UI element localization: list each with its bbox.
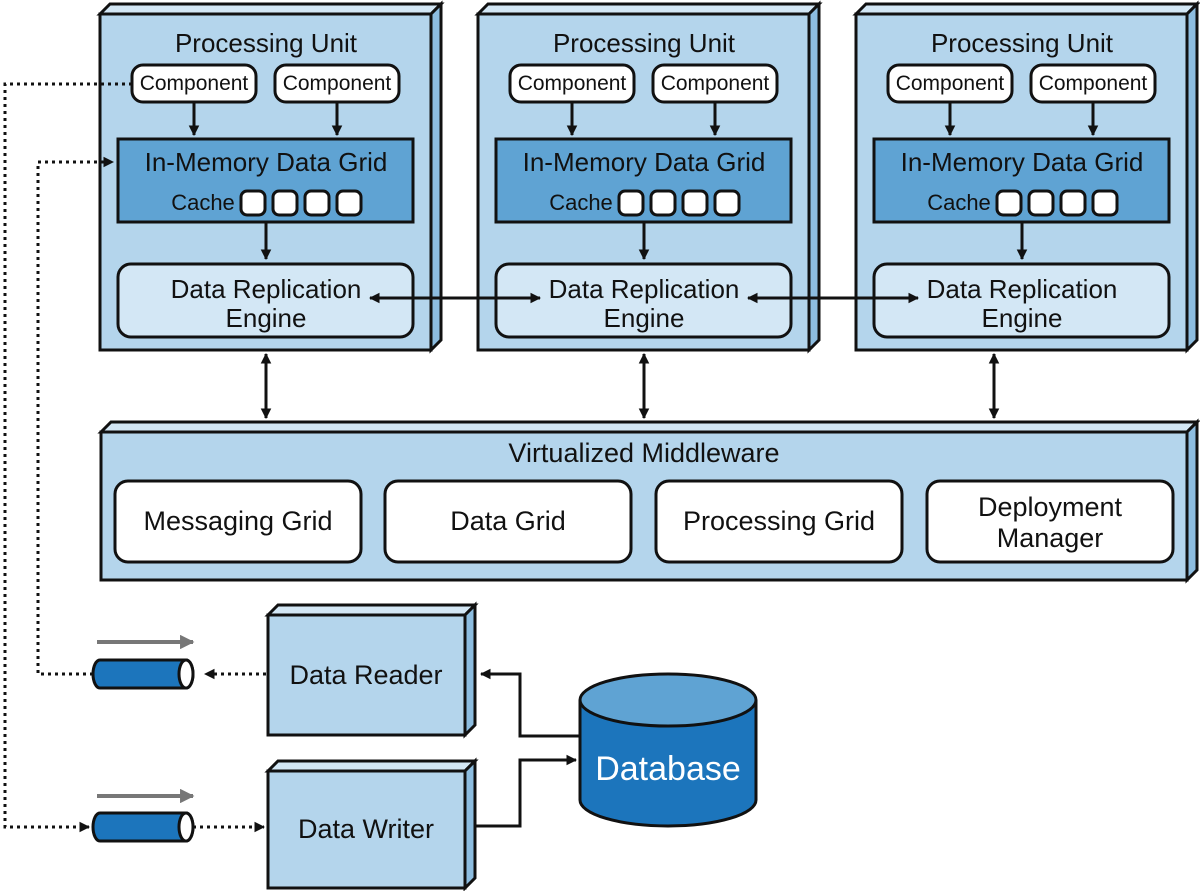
cache-slots [617,189,741,217]
cache-label: Cache [171,190,235,215]
messaging-grid-box [113,479,363,564]
queue-to-data-grid-dotted-arrow [36,156,115,676]
replication-label: Engine [604,303,685,333]
cache-label: Cache [549,190,613,215]
data-reader-label: Data Reader [289,660,442,690]
data-grid-label: In-Memory Data Grid [523,147,766,177]
data-grid-label: In-Memory Data Grid [145,147,388,177]
database-to-reader-arrow [479,668,580,738]
cache-label: Cache [927,190,991,215]
data-grid-label: In-Memory Data Grid [901,147,1144,177]
writer-to-database-arrow [475,754,578,828]
data-grid-label: Data Grid [450,506,566,536]
component-label: Component [518,72,627,95]
reader-queue [91,634,195,690]
component-label: Component [140,72,249,95]
database-label: Database [595,750,741,788]
processing-unit-1: Processing Unit Component Component In-M… [96,0,445,354]
processing-unit-3: Processing Unit Component Component In-M… [852,0,1200,354]
processing-grid-box [654,479,904,564]
replication-label: Data Replication [549,274,740,304]
data-writer: Data Writer [264,757,479,891]
cache-slots [995,189,1119,217]
component-label: Component [661,72,770,95]
processing-unit-title: Processing Unit [175,28,358,58]
processing-unit-title: Processing Unit [931,28,1114,58]
deployment-manager-label: Manager [997,523,1104,553]
component-label: Component [1039,72,1148,95]
replication-label: Data Replication [927,274,1118,304]
replication-label: Data Replication [171,274,362,304]
data-reader: Data Reader [264,601,479,739]
data-grid-box [383,479,633,564]
deployment-manager-label: Deployment [978,492,1123,522]
component-label: Component [896,72,1005,95]
database: Database [578,672,758,828]
component-to-queue-dotted-arrow [3,82,132,833]
processing-unit-2: Processing Unit Component Component In-M… [474,0,823,354]
processing-grid-label: Processing Grid [683,506,875,536]
deployment-manager-box [925,479,1175,564]
replication-label: Engine [982,303,1063,333]
writer-queue [91,788,195,843]
replication-label: Engine [226,303,307,333]
middleware-title: Virtualized Middleware [508,438,779,468]
cache-slots [239,189,363,217]
component-label: Component [283,72,392,95]
processing-unit-title: Processing Unit [553,28,736,58]
messaging-grid-label: Messaging Grid [143,506,332,536]
virtualized-middleware: Virtualized Middleware Messaging Grid Da… [97,418,1200,584]
data-writer-label: Data Writer [298,814,434,844]
